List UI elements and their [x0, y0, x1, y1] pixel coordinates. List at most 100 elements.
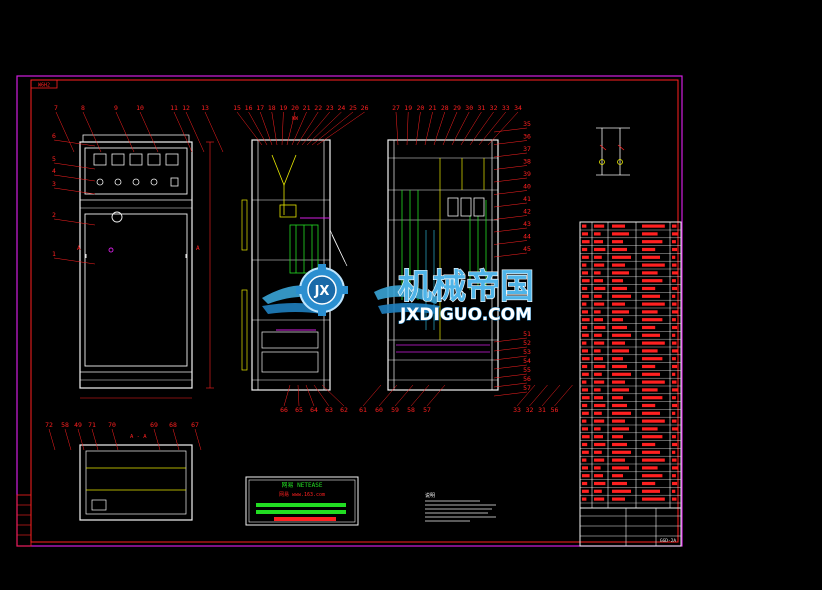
- callout-number: 57: [523, 384, 531, 392]
- notes-title: 说明: [425, 492, 435, 499]
- title-block: [579, 507, 682, 547]
- callout-number: 56: [551, 406, 559, 414]
- callout-number: 4: [52, 167, 56, 175]
- callout-number: 19: [404, 104, 412, 112]
- leader-line: [469, 111, 494, 146]
- callout-number: 21: [429, 104, 437, 112]
- callout-number: 67: [191, 421, 199, 429]
- callout-number: 23: [326, 104, 334, 112]
- callout-number: 32: [490, 104, 498, 112]
- rear-view: [387, 139, 499, 391]
- logo-badge: JX: [314, 284, 330, 299]
- callout-number: 72: [45, 421, 53, 429]
- leader-line: [55, 111, 75, 153]
- rotary-switch-icon: [111, 211, 123, 223]
- leader-line: [493, 346, 528, 352]
- leader-line: [493, 337, 528, 343]
- parts-table: GGD-2A: [579, 221, 682, 547]
- callout-number: 8: [81, 104, 85, 112]
- leader-line: [493, 140, 528, 145]
- leader-line: [313, 384, 330, 407]
- leader-line: [82, 111, 102, 153]
- callout-number: 36: [523, 133, 531, 141]
- leader-line: [493, 364, 528, 370]
- callout-number: 24: [337, 104, 345, 112]
- leader-line: [410, 384, 430, 407]
- leader-line: [91, 428, 99, 451]
- leader-line: [297, 384, 300, 407]
- leader-line: [185, 111, 205, 153]
- leader-line: [493, 202, 528, 208]
- callout-number: 58: [407, 406, 415, 414]
- leader-line: [460, 111, 482, 146]
- callout-number: 42: [523, 208, 531, 216]
- leader-line: [286, 111, 296, 146]
- callout-number: 20: [416, 104, 424, 112]
- leader-line: [541, 384, 561, 407]
- leader-line: [493, 190, 528, 195]
- leader-line: [394, 384, 414, 407]
- leader-line: [53, 187, 96, 195]
- callout-number: 27: [392, 104, 400, 112]
- leader-line: [493, 215, 528, 220]
- leader-line: [451, 111, 470, 146]
- leader-line: [236, 111, 263, 146]
- watermark-en: JXDIGUO.COM: [399, 305, 532, 325]
- section-mark-left: A: [77, 245, 81, 252]
- front-view: A A: [77, 134, 214, 399]
- leader-line: [194, 428, 202, 451]
- callout-number: 64: [310, 406, 318, 414]
- callout-number: 66: [280, 406, 288, 414]
- leader-line: [248, 111, 268, 146]
- leader-line: [139, 111, 159, 153]
- svg-text:WW: WW: [292, 116, 299, 122]
- callout-number: 2: [52, 211, 56, 219]
- leader-line: [493, 240, 528, 245]
- callout-number: 31: [477, 104, 485, 112]
- leader-line: [487, 111, 519, 146]
- callout-number: 16: [245, 104, 253, 112]
- callout-number: 1: [52, 250, 56, 258]
- callout-number: 18: [268, 104, 276, 112]
- callout-number: 53: [523, 348, 531, 356]
- callout-number: 61: [359, 406, 367, 414]
- leader-line: [316, 111, 365, 146]
- leader-line: [53, 218, 96, 226]
- callout-number: 5: [52, 155, 56, 163]
- leader-line: [493, 152, 528, 158]
- callout-number: 41: [523, 195, 531, 203]
- leader-line: [259, 111, 273, 146]
- leader-line: [296, 111, 319, 146]
- callout-number: 19: [279, 104, 287, 112]
- leader-line: [305, 384, 315, 407]
- callout-number: 29: [453, 104, 461, 112]
- meter-panel: [93, 153, 179, 187]
- leader-line: [516, 384, 536, 407]
- callout-number: 22: [314, 104, 322, 112]
- frame-tag: W6H2: [38, 83, 50, 89]
- leader-line: [554, 384, 573, 407]
- callout-number: 34: [514, 104, 522, 112]
- callout-number: 49: [74, 421, 82, 429]
- callout-number: 13: [201, 104, 209, 112]
- leader-line: [442, 111, 458, 146]
- leader-line: [493, 127, 528, 133]
- callout-number: 31: [538, 406, 546, 414]
- callout-number: 12: [182, 104, 190, 112]
- watermark: JX 机械帝国 JXDIGUO.COM: [262, 264, 535, 326]
- notes: 说明: [425, 492, 496, 522]
- stamp-line: 网易 www.163.com: [279, 492, 325, 498]
- callout-number: 37: [523, 145, 531, 153]
- leader-line: [53, 162, 96, 170]
- callout-number: 3: [52, 180, 56, 188]
- callout-number: 20: [291, 104, 299, 112]
- callout-number: 30: [465, 104, 473, 112]
- callout-number: 60: [375, 406, 383, 414]
- leader-line: [173, 111, 193, 153]
- callout-number: 70: [108, 421, 116, 429]
- leader-line: [53, 174, 96, 182]
- callout-number: 55: [523, 366, 531, 374]
- callout-number: 38: [523, 158, 531, 166]
- callout-number: 68: [169, 421, 177, 429]
